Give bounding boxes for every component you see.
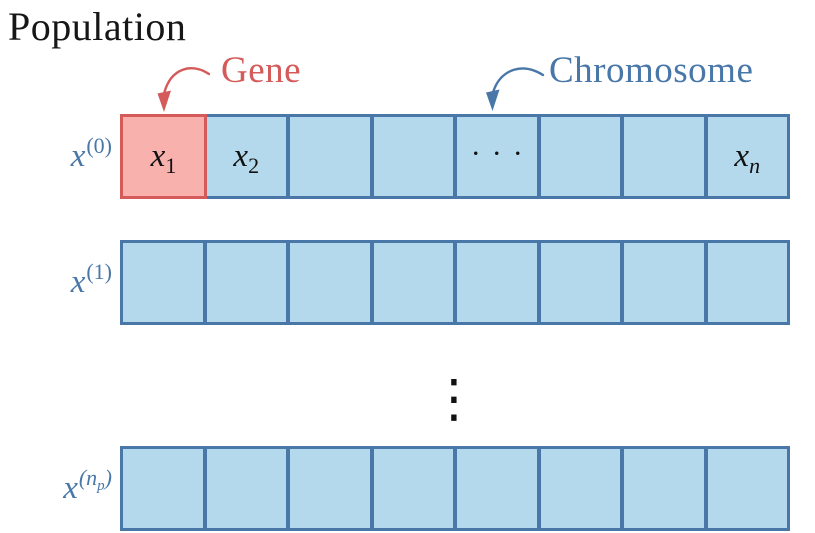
- gene-cell-highlight: x1: [120, 114, 207, 199]
- cell-value: x2: [233, 138, 260, 178]
- row-label-xnp: x(np): [0, 446, 112, 531]
- row-label-base: x: [70, 138, 86, 174]
- gene-cell-empty: [123, 449, 203, 528]
- gene-cell-xn: xn: [703, 117, 788, 196]
- gene-cell-empty: [620, 449, 704, 528]
- row-label-x1: x(1): [0, 240, 112, 325]
- gene-cell-empty: [369, 449, 454, 528]
- row-label-sup: (n: [78, 464, 98, 490]
- gene-cell-empty: [123, 243, 203, 322]
- gene-cell-empty: [703, 449, 788, 528]
- gene-cell-x2: x2: [202, 117, 287, 196]
- gene-cell-ellipsis: ···: [453, 117, 537, 196]
- vertical-ellipsis: ⋮: [428, 369, 480, 429]
- gene-cell-empty: [202, 449, 287, 528]
- gene-cell-empty: [536, 449, 621, 528]
- chromosome-callout-label: Chromosome: [549, 50, 754, 91]
- gene-cell-empty: [453, 449, 537, 528]
- gene-cell-empty: [453, 243, 537, 322]
- chromosome-row-0: x2 ··· xn x1: [120, 114, 790, 199]
- cell-value: xn: [734, 138, 761, 178]
- gene-arrow: [157, 67, 211, 112]
- gene-cell-empty: [536, 243, 621, 322]
- gene-cell-empty: [369, 117, 454, 196]
- row-label-base: x: [70, 264, 86, 300]
- horizontal-ellipsis: ···: [470, 136, 534, 170]
- row-label-sup: (1): [86, 258, 112, 284]
- gene-cell-empty: [703, 243, 788, 322]
- cell-value: x1: [150, 138, 177, 178]
- chromosome-row-1: [120, 240, 790, 325]
- gene-cell-empty: [286, 243, 370, 322]
- gene-cell-empty: [620, 117, 704, 196]
- gene-cell-empty: [620, 243, 704, 322]
- row-label-sup: (0): [86, 132, 112, 158]
- chromosome-row-np: [120, 446, 790, 531]
- row-label-sup-post: ): [104, 464, 112, 490]
- gene-cell-empty: [369, 243, 454, 322]
- diagram-title: Population: [8, 4, 187, 49]
- gene-callout-label: Gene: [221, 50, 302, 91]
- gene-cell-empty: [286, 449, 370, 528]
- gene-cell-empty: [202, 243, 287, 322]
- row-label-base: x: [63, 470, 78, 506]
- gene-cell-empty: [536, 117, 621, 196]
- row-label-sup-sub: p: [97, 477, 105, 494]
- gene-cell-empty: [286, 117, 370, 196]
- row-label-x0: x(0): [0, 114, 112, 199]
- chromosome-arrow: [486, 67, 545, 111]
